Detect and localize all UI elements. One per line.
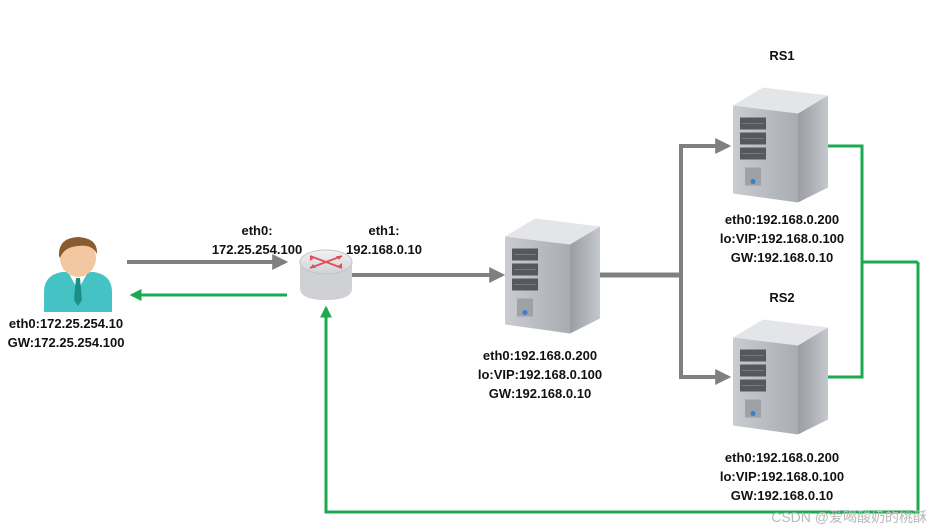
router-eth1-ip: 192.168.0.10 [346,242,422,257]
rs1-return-link [828,144,918,264]
rs2-info: eth0:192.168.0.200 lo:VIP:192.168.0.100 … [720,448,844,505]
rs1-info: eth0:192.168.0.200 lo:VIP:192.168.0.100 … [720,210,844,267]
rs2-server-icon [733,318,828,436]
watermark: CSDN @爱喝酸奶的桃酥 [771,509,927,525]
rs1-lo-label: lo:VIP:192.168.0.100 [719,231,845,246]
rs1-eth0-label: eth0:192.168.0.200 [724,212,840,227]
rs2-lo-label: lo:VIP:192.168.0.100 [719,469,845,484]
director-info: eth0:192.168.0.200 lo:VIP:192.168.0.100 … [478,346,602,403]
router-eth0-info: eth0: 172.25.254.100 [212,221,302,259]
return-to-router-link [320,262,920,514]
rs2-return-link [828,262,864,379]
user-icon [44,237,112,312]
client-gw-label: GW:172.25.254.100 [7,335,125,350]
rs1-gw-label: GW:192.168.0.10 [730,250,834,265]
director-to-rs1-link [679,138,732,275]
response-links [129,144,920,514]
rs1-title: RS1 [769,48,795,63]
client-info: eth0:172.25.254.10 GW:172.25.254.100 [8,314,125,352]
rs2-eth0-label: eth0:192.168.0.200 [724,450,840,465]
router-eth0-label: eth0: [241,223,273,238]
rs2-title: RS2 [769,290,795,305]
router-icon [299,249,353,300]
rs2-gw-label: GW:192.168.0.10 [730,488,834,503]
director-eth0-label: eth0:192.168.0.200 [482,348,598,363]
client-eth0-label: eth0:172.25.254.10 [8,316,124,331]
router-eth1-label: eth1: [368,223,400,238]
director-server-icon [505,217,600,335]
director-to-rs2-link [679,275,732,385]
rs1-server-icon [733,86,828,204]
router-eth1-info: eth1: 192.168.0.10 [346,221,422,259]
director-gw-label: GW:192.168.0.10 [488,386,592,401]
router-eth0-ip: 172.25.254.100 [211,242,303,257]
director-lo-label: lo:VIP:192.168.0.100 [477,367,603,382]
request-links [127,138,732,385]
